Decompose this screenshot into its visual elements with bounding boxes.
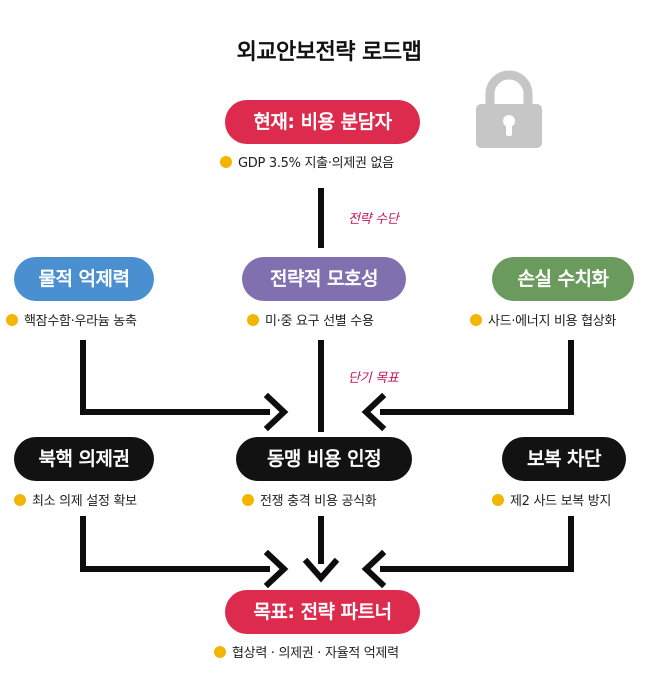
- means-note-material-deterrence: 핵잠수함·우라늄 농축: [6, 312, 137, 332]
- bullet-dot-icon: [220, 156, 232, 168]
- means-pill-strategic-ambiguity: 전략적 모호성: [242, 257, 406, 301]
- connector-left-goal-down: [80, 516, 86, 572]
- means-pill-loss-quantification: 손실 수치화: [492, 257, 634, 301]
- short-goal-pill-alliance-cost: 동맹 비용 인정: [236, 437, 412, 481]
- connector-left-means-across: [80, 409, 270, 415]
- means-pill-material-deterrence: 물적 억제력: [14, 257, 154, 301]
- bullet-dot-icon: [247, 314, 259, 326]
- short-goal-pill-nuclear-agenda: 북핵 의제권: [14, 437, 154, 481]
- tag-strategic-means: 전략 수단: [348, 212, 399, 227]
- connector-right-goal-across: [380, 566, 574, 572]
- connector-right-means-down: [568, 340, 574, 415]
- connector-left-goal-across: [80, 566, 270, 572]
- connector-center-means-down: [318, 340, 324, 432]
- short-goal-pill-block-retaliation: 보복 차단: [502, 437, 626, 481]
- short-goal-note-block-retaliation: 제2 사드 보복 방지: [492, 492, 611, 512]
- short-goal-note-nuclear-agenda: 최소 의제 설정 확보: [14, 492, 137, 512]
- goal-note: 협상력 · 의제권 · 자율적 억제력: [214, 644, 399, 664]
- page-title: 외교안보전략 로드맵: [236, 40, 422, 65]
- arrowhead-right-to-goal: [361, 549, 387, 589]
- lock-icon: [476, 70, 542, 148]
- arrowhead-center-to-goal: [302, 557, 340, 583]
- connector-current-to-means: [318, 188, 324, 248]
- goal-pill: 목표: 전략 파트너: [225, 590, 420, 634]
- connector-left-means-down: [80, 340, 86, 415]
- short-goal-note-alliance-cost: 전쟁 충격 비용 공식화: [242, 492, 377, 512]
- bullet-dot-icon: [470, 314, 482, 326]
- arrowhead-left-to-goal: [263, 549, 289, 589]
- connector-center-goal-down: [318, 516, 324, 564]
- bullet-dot-icon: [214, 646, 226, 658]
- bullet-dot-icon: [6, 314, 18, 326]
- bullet-dot-icon: [14, 494, 26, 506]
- connector-right-means-across: [380, 409, 574, 415]
- arrowhead-left-to-center: [263, 392, 289, 432]
- means-note-strategic-ambiguity: 미·중 요구 선별 수용: [247, 312, 374, 332]
- means-note-loss-quantification: 사드·에너지 비용 협상화: [470, 312, 616, 332]
- connector-right-goal-down: [568, 516, 574, 572]
- arrowhead-right-to-center: [361, 392, 387, 432]
- current-state-pill: 현재: 비용 분담자: [225, 100, 420, 144]
- bullet-dot-icon: [242, 494, 254, 506]
- current-state-note: GDP 3.5% 지출·의제권 없음: [220, 154, 394, 174]
- bullet-dot-icon: [492, 494, 504, 506]
- tag-short-term-goal: 단기 목표: [348, 371, 399, 386]
